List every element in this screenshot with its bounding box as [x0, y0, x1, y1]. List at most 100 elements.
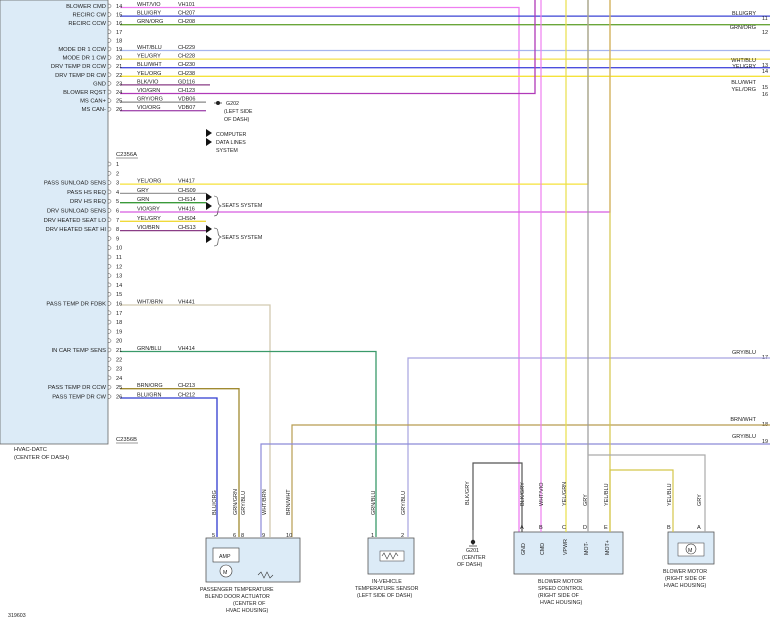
wire-color-label: VIO/GRN	[137, 88, 160, 94]
pin-number: 7	[116, 218, 119, 224]
pin-number: 3	[116, 181, 119, 187]
blower-motor-name: BLOWER MOTOR	[663, 569, 707, 575]
pin-number: 16	[116, 302, 122, 308]
svg-text:HVAC HOUSING): HVAC HOUSING)	[226, 608, 269, 614]
pin-signal-label: RECIRC CCW	[68, 21, 106, 27]
svg-text:SYSTEM: SYSTEM	[216, 148, 238, 154]
right-side-references: BLU/GRY11GRN/ORG12WHT/BLU13YEL/GRY14BLU/…	[260, 11, 770, 537]
circuit-label: VH414	[178, 346, 195, 352]
pin-signal-label: RECIRC CW	[73, 13, 107, 19]
wire-color-label: BLU/GRY	[137, 11, 161, 17]
wire-color-label: YEL/GRY	[137, 216, 161, 222]
seats-system-ref-2: SEATS SYSTEM	[206, 225, 262, 247]
blower-motor-speed-control: BLOWER MOTOR SPEED CONTROL (RIGHT SIDE O…	[513, 531, 624, 606]
svg-text:HVAC HOUSING): HVAC HOUSING)	[540, 600, 583, 606]
svg-text:(RIGHT SIDE OF: (RIGHT SIDE OF	[538, 593, 580, 599]
circuit-label: CHS04	[178, 216, 196, 222]
wire-color-label: VIO/GRY	[137, 207, 160, 213]
pass-temp-blend-door-actuator: AMP M PASSENGER TEMPERATURE BLEND DOOR A…	[200, 537, 301, 614]
wire-trace	[587, 454, 706, 532]
pin-signal-label: DRV TEMP DR CW	[55, 73, 106, 79]
control-wire-label: WHT/VIO	[539, 482, 545, 506]
blower-control-name: BLOWER MOTOR	[538, 579, 582, 585]
pin-number: 25	[116, 385, 122, 391]
wire-color-label: YEL/ORG	[137, 71, 161, 77]
pin-number: 20	[116, 339, 122, 345]
circuit-label: CH208	[178, 19, 195, 25]
pin-number: 1	[116, 162, 119, 168]
wire-trace	[120, 397, 218, 537]
svg-text:SEATS SYSTEM: SEATS SYSTEM	[222, 203, 262, 209]
pin-number: 26	[116, 107, 122, 113]
wire-trace	[609, 469, 674, 532]
pin-number: 12	[116, 264, 122, 270]
circuit-label: CHS14	[178, 197, 196, 203]
pin-signal-label: DRV SUNLOAD SENS	[47, 209, 106, 215]
pin-signal-label: DRV TEMP DR CCW	[51, 64, 107, 70]
wire-color-label: YEL/ORG	[137, 179, 161, 185]
module-name: HVAC-DATC	[14, 447, 47, 453]
component-wires: 5BLU/ORG6GRN/GRN8GRY/BLU9WHT/BRN10BRN/WH…	[212, 0, 706, 555]
svg-text:(CENTER: (CENTER	[462, 555, 486, 561]
diagram-id: 319603	[8, 613, 26, 619]
hvac-module-box	[0, 0, 109, 445]
right-ref-color: WHT/BLU	[731, 58, 756, 64]
actuator-pin-number: 9	[262, 533, 265, 539]
wire-trace	[260, 443, 770, 537]
seats-system-ref-1: SEATS SYSTEM	[206, 193, 262, 217]
circuit-label: CH207	[178, 11, 195, 17]
svg-text:(LEFT SIDE OF DASH): (LEFT SIDE OF DASH)	[357, 593, 412, 599]
circuit-label: VH441	[178, 300, 195, 306]
actuator-pin-number: 8	[241, 533, 244, 539]
connector-c2356a-label: C2356A	[116, 152, 137, 158]
svg-text:TEMPERATURE SENSOR: TEMPERATURE SENSOR	[355, 586, 419, 592]
pin-number: 13	[116, 274, 122, 280]
right-ref-number: 15	[762, 85, 768, 91]
control-pin-function: MOT+	[605, 540, 611, 555]
svg-text:OF DASH): OF DASH)	[224, 117, 250, 123]
pin-number: 21	[116, 64, 122, 70]
blower-motor: M BLOWER MOTOR (RIGHT SIDE OF HVAC HOUSI…	[663, 531, 715, 589]
pin-number: 2	[116, 171, 119, 177]
pin-number: 22	[116, 357, 122, 363]
pin-number: 26	[116, 395, 122, 401]
control-wire-label: YEL/GRN	[562, 482, 568, 506]
control-pin-function: CMD	[540, 543, 546, 555]
svg-text:HVAC HOUSING): HVAC HOUSING)	[664, 583, 707, 589]
wire-trace	[120, 304, 271, 537]
circuit-label: CHS09	[178, 188, 196, 194]
g201-wire-label: BLK/GRY	[465, 481, 471, 505]
g202-ground-ref: G202 (LEFT SIDE OF DASH)	[214, 101, 253, 123]
right-ref-number: 11	[762, 16, 768, 22]
pin-number: 16	[116, 21, 122, 27]
svg-text:G201: G201	[466, 548, 479, 554]
circuit-label: CH212	[178, 393, 195, 399]
wire-color-label: BLK/VIO	[137, 79, 159, 85]
control-wire-label: BLK/GRY	[520, 482, 526, 506]
actuator-wire-label: GRY/BLU	[241, 491, 247, 515]
wire-color-label: GRN/ORG	[137, 19, 163, 25]
motor-wire-label: GRY	[697, 494, 703, 506]
pin-number: 18	[116, 320, 122, 326]
right-ref-color: GRN/ORG	[730, 25, 756, 31]
pin-number: 21	[116, 348, 122, 354]
pin-number: 19	[116, 329, 122, 335]
wire-trace	[120, 388, 240, 537]
pin-signal-label: PASS SUNLOAD SENS	[44, 181, 106, 187]
control-wire-label: YEL/BLU	[604, 483, 610, 506]
wire-trace	[120, 6, 520, 532]
svg-text:(CENTER OF: (CENTER OF	[233, 601, 266, 607]
wire-color-label: GRN/BLU	[137, 346, 161, 352]
sensor-wire-label: GRN/BLU	[371, 491, 377, 515]
circuit-label: CH123	[178, 88, 195, 94]
g202-label: G202	[226, 101, 239, 107]
circuit-label: CH213	[178, 383, 195, 389]
right-ref-color: YEL/ORG	[732, 87, 756, 93]
svg-text:BLEND DOOR ACTUATOR: BLEND DOOR ACTUATOR	[205, 594, 270, 600]
svg-text:COMPUTER: COMPUTER	[216, 132, 246, 138]
svg-text:DATA LINES: DATA LINES	[216, 140, 246, 146]
pin-number: 5	[116, 199, 119, 205]
wire-color-label: GRY	[137, 188, 149, 194]
